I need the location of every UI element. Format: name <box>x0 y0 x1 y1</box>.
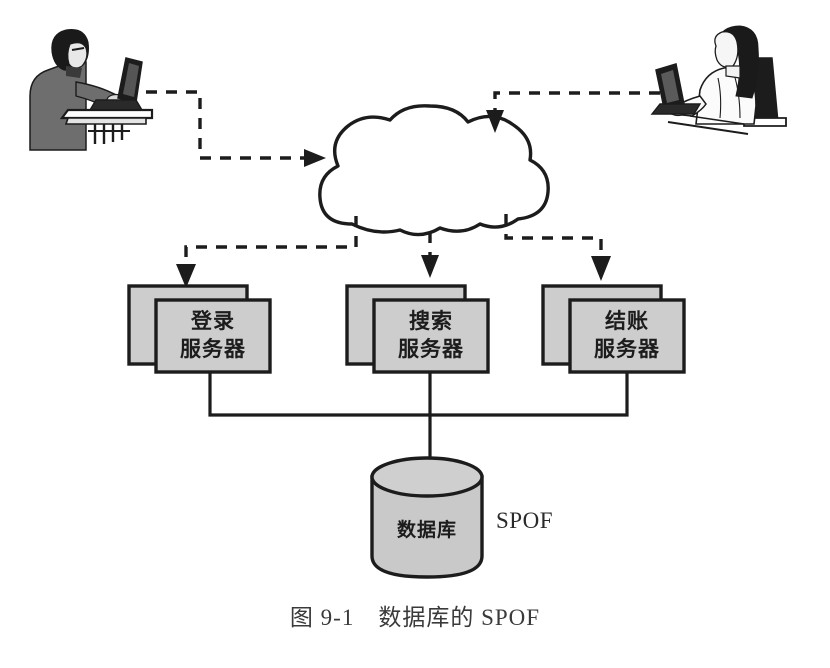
dashed-path-left-user <box>146 90 308 160</box>
person-right-leg <box>667 121 749 135</box>
flow-cloud-to-search-server <box>421 232 439 278</box>
person-right-lap <box>689 115 745 125</box>
spof-annotation: SPOF <box>496 508 553 533</box>
user-right-illustration <box>650 25 787 135</box>
person-left-collar <box>66 66 82 78</box>
arrowhead-checkout-server <box>591 256 611 281</box>
dashed-path-checkout <box>504 214 603 258</box>
bus-horizontal-line <box>208 371 629 417</box>
server-checkout-front-box <box>568 298 686 374</box>
database-body <box>370 475 484 579</box>
flow-cloud-to-checkout-server <box>504 214 611 281</box>
server-login[interactable]: 登录 服务器 <box>127 284 272 374</box>
server-login-front-box <box>154 298 272 374</box>
figure-caption: 图 9-1 数据库的 SPOF <box>289 605 541 630</box>
user-left-illustration <box>29 29 154 151</box>
arrowhead-search-server <box>421 255 439 278</box>
internet-cloud <box>318 104 550 237</box>
flow-cloud-to-login-server <box>176 216 358 288</box>
flow-right-user-to-cloud <box>486 91 660 133</box>
laptop-right-base <box>650 103 702 115</box>
dashed-path-login <box>184 216 358 266</box>
laptop-right-screen-glass <box>661 70 679 103</box>
laptop-left-screen-glass <box>123 63 139 97</box>
cloud-shape <box>318 104 550 237</box>
dashed-path-right-user <box>493 91 660 112</box>
person-right-neck <box>725 65 741 79</box>
server-search-front-box <box>372 298 490 374</box>
laptop-left-base <box>88 99 144 111</box>
server-checkout-label-line1: 结账 <box>605 309 649 333</box>
database-label: 数据库 <box>397 518 457 541</box>
database-cylinder[interactable]: 数据库 <box>370 456 484 579</box>
server-checkout-label-line2: 服务器 <box>594 337 660 361</box>
flow-left-user-to-cloud <box>146 90 326 167</box>
server-checkout[interactable]: 结账 服务器 <box>541 284 686 374</box>
server-login-label-line1: 登录 <box>190 309 235 333</box>
arrowhead-login-server <box>176 264 196 288</box>
server-search[interactable]: 搜索 服务器 <box>345 284 490 374</box>
person-left-face <box>67 42 88 69</box>
arrowhead-into-cloud-right <box>486 110 504 133</box>
database-top-ellipse <box>370 456 484 498</box>
server-search-label-line1: 搜索 <box>409 309 453 333</box>
person-left-glasses <box>71 47 85 51</box>
server-login-label-line2: 服务器 <box>180 337 246 361</box>
desk-left-legs <box>93 124 124 144</box>
desk-left-apron <box>64 117 147 125</box>
person-right-face <box>714 31 739 68</box>
server-database-bus <box>208 371 629 470</box>
server-search-label-line2: 服务器 <box>398 337 464 361</box>
arrowhead-into-cloud-left <box>304 149 326 167</box>
desk-left-top <box>59 108 154 120</box>
